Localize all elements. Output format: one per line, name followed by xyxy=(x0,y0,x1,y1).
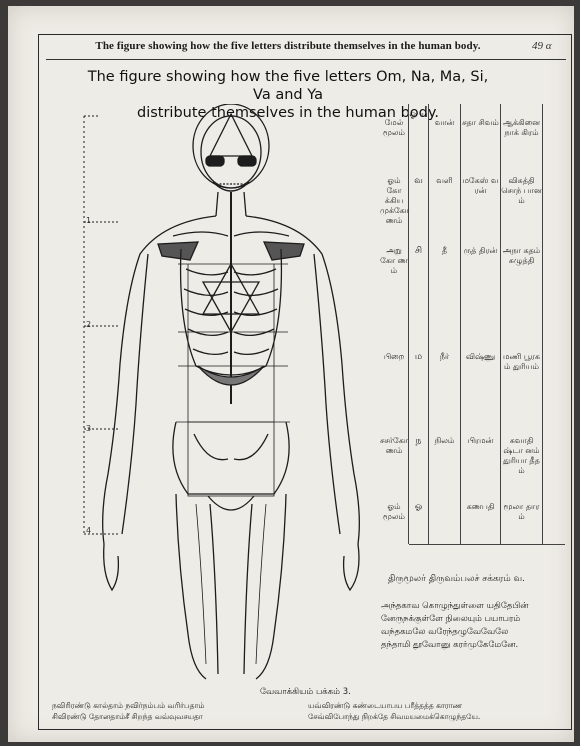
chakra-cell: சுவாதி ஷ்டா னம் துரியா தீதம் xyxy=(501,436,542,476)
chakra-cell: மணி பூரகம் துரியம் xyxy=(501,352,542,372)
footer-reference: வேவாக்கியம் பக்கம் 3. xyxy=(260,687,351,698)
deity-cell: ருத் திரன் xyxy=(461,246,500,256)
marker-2: 2 xyxy=(86,320,91,329)
verse-line: நவிரிரண்டு கால்தாம் நவிர்நம்பம் வரிர்பதா… xyxy=(52,700,204,711)
region-cell: மேல் மூலம் xyxy=(380,118,408,138)
verse-line: சேவ்விபோந்து நிறக்தே சிவமயமைக்கொழுந்தயே. xyxy=(308,711,480,722)
table-column-rule xyxy=(428,104,429,544)
table-column-rule xyxy=(500,104,501,544)
deity-cell: பிரமன் xyxy=(461,436,500,446)
verse-line: அந்தகாவ கொழுந்துள்ளை யதிதேபின் xyxy=(381,600,571,613)
table-column-rule xyxy=(408,104,409,544)
chakra-cell: விசுத்தி சொந் பானம் xyxy=(501,176,542,206)
chakra-cell: மூலா தாரம் xyxy=(501,502,542,522)
verse-line: சிவிரண்டு தோனதாம்சீ சிறந்த வவ்வுவசயதா xyxy=(52,711,204,722)
footer-verse-left: நவிரிரண்டு கால்தாம் நவிர்நம்பம் வரிர்பதா… xyxy=(52,700,204,722)
marker-1: 1 xyxy=(86,216,91,225)
table-column-rule xyxy=(542,104,543,544)
title-line-1: The figure showing how the five letters … xyxy=(78,68,498,104)
element-cell: வான் xyxy=(429,118,460,128)
region-cell: சசர்கோ ணம் xyxy=(380,436,408,456)
element-cell: நிலம் xyxy=(429,436,460,446)
chakra-cell: ஆக்கினை நாக் கிரம் xyxy=(501,118,542,138)
figure-caption: திருமூலர் திருவம்பலச் சக்கரம் வ. xyxy=(388,574,525,585)
letter-cell: வ xyxy=(409,176,428,186)
region-cell: பிறை xyxy=(380,352,408,362)
element-cell: நீர் xyxy=(429,352,460,362)
page-number: 49 α xyxy=(532,40,552,52)
verse-line: வந்தகமலே வரேந்தழுவேவேலே xyxy=(381,626,571,639)
chakra-table: மேல் மூலம் ஓ ய வான் சதா சிவம் ஆக்கினை நா… xyxy=(380,104,572,552)
verse-line: னேருநக்குள்ளே நிலையும் பயாபரம் xyxy=(381,613,571,626)
region-cell: ஓம் கோ க்கிய முக்கோ ணம் xyxy=(380,176,408,226)
letter-cell: ம xyxy=(409,352,428,362)
table-column-rule xyxy=(460,104,461,544)
deity-cell: விஷ்ணு xyxy=(461,352,500,362)
table-bottom-rule xyxy=(409,544,565,545)
verse-line: தந்தாமி தூவோனு கரர்முகேமேனே. xyxy=(381,639,571,652)
running-head: The figure showing how the five letters … xyxy=(68,40,508,52)
footer-verse-right: யவ்விரண்டு கண்டையாபய பரீத்தத்த காராண சேவ… xyxy=(308,700,480,722)
marker-4: 4 xyxy=(86,526,91,535)
book-page: The figure showing how the five letters … xyxy=(8,6,574,742)
marker-3: 3 xyxy=(86,424,91,433)
letter-cell: ந xyxy=(409,436,428,446)
region-cell: அறு கோ ணம் xyxy=(380,246,408,276)
verse-line: யவ்விரண்டு கண்டையாபய பரீத்தத்த காராண xyxy=(308,700,480,711)
chakra-cell: அநா கதம் சுழுத்தி xyxy=(501,246,542,266)
letter-cell: ஓ xyxy=(409,502,428,512)
header-rule xyxy=(46,59,566,60)
deity-cell: கணபதி xyxy=(461,502,500,512)
deity-cell: மகேஸ் வரன் xyxy=(461,176,500,196)
region-cell: ஓம் மூலம் xyxy=(380,502,408,522)
letter-cell: ஓ ய xyxy=(409,110,428,120)
deity-cell: சதா சிவம் xyxy=(461,118,500,128)
verse-block: அந்தகாவ கொழுந்துள்ளை யதிதேபின் னேருநக்கு… xyxy=(381,600,571,652)
body-figure-illustration xyxy=(78,104,378,684)
element-cell: தீ xyxy=(429,246,460,256)
letter-cell: சி xyxy=(409,246,428,256)
element-cell: வளி xyxy=(429,176,460,186)
